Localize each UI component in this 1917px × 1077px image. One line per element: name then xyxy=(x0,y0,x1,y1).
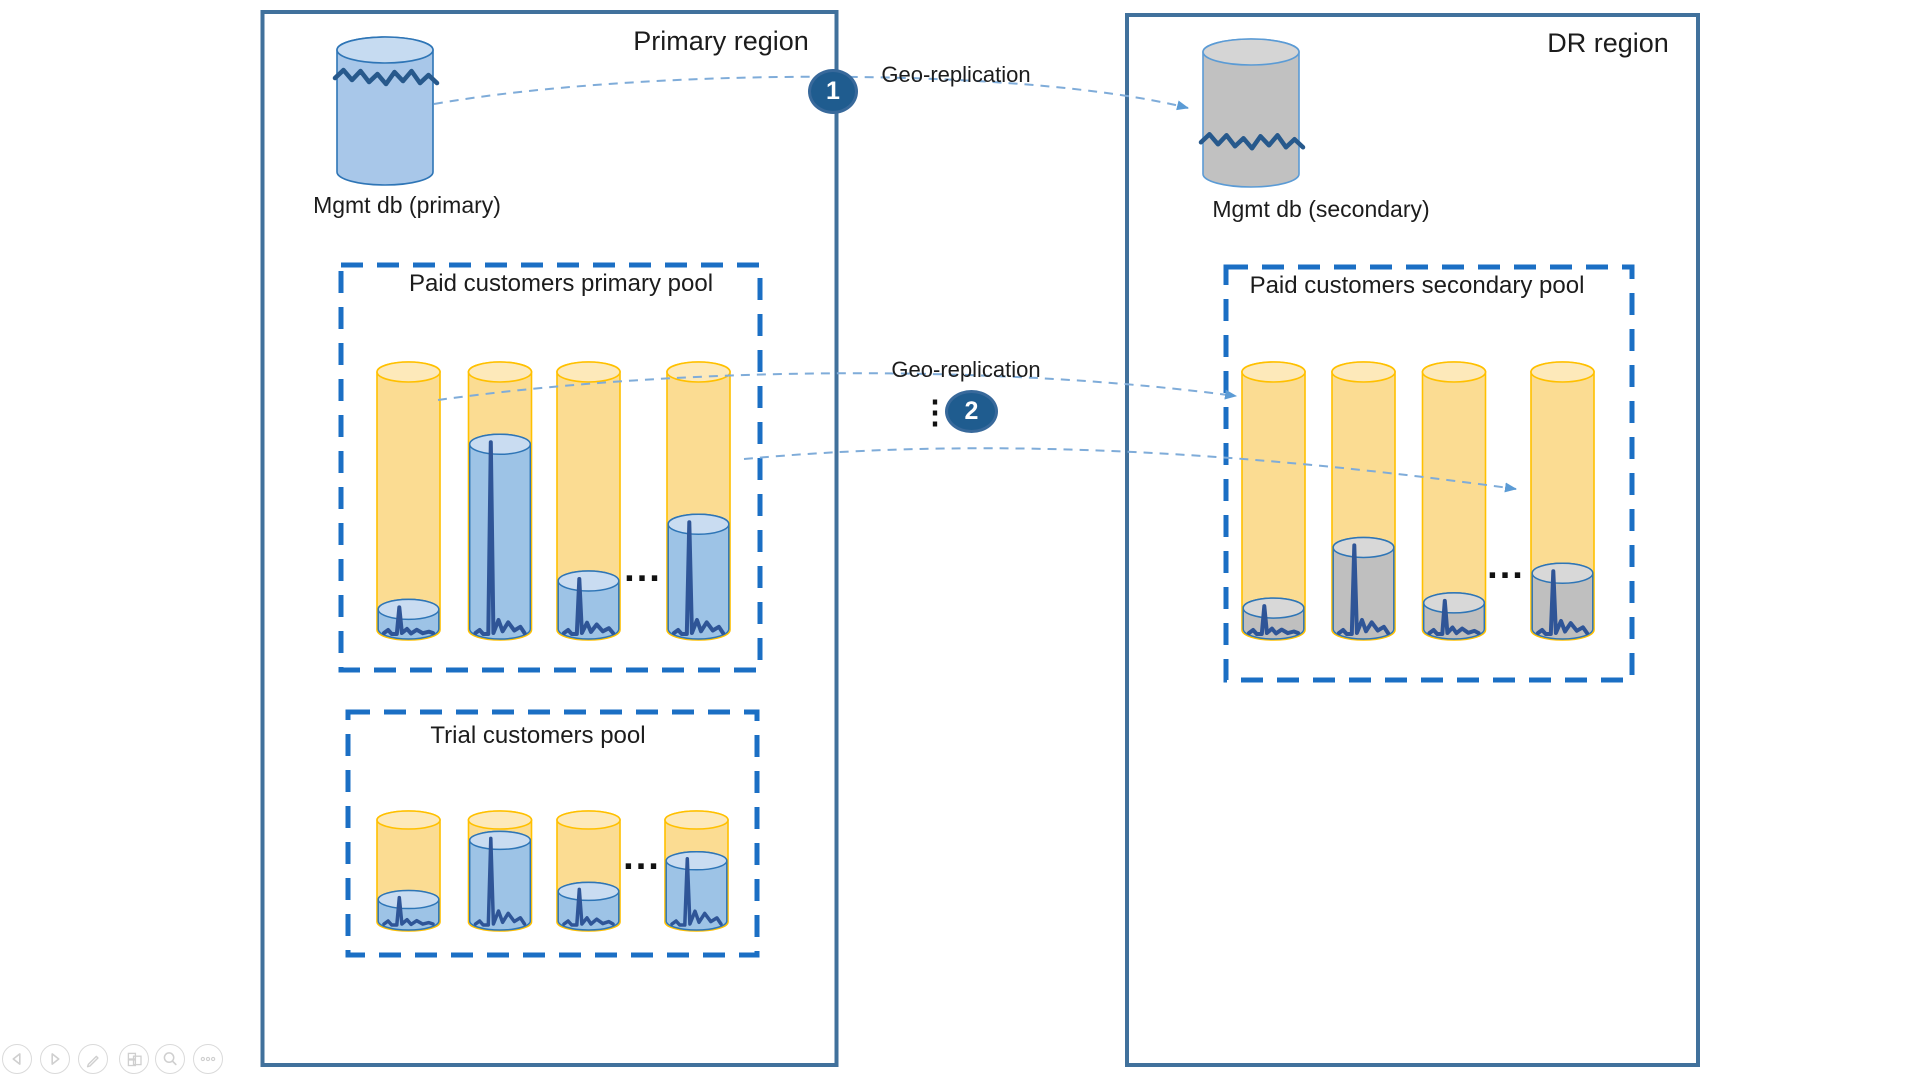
paid-secondary-pool-ellipsis: ... xyxy=(1487,545,1525,587)
zoom-icon xyxy=(163,1052,177,1066)
more-options-icon xyxy=(200,1056,216,1062)
step-1-badge: 1 xyxy=(808,69,858,114)
paid-primary-pool-title: Paid customers primary pool xyxy=(408,270,714,297)
paid-primary-db-2-fill-top xyxy=(468,433,532,455)
trial-pool-title: Trial customers pool xyxy=(430,722,646,749)
trial-db-2-waveform xyxy=(473,836,527,927)
primary-region-box xyxy=(260,10,839,1067)
trial-pool-ellipsis: ... xyxy=(623,836,661,878)
paid-primary-pool-box xyxy=(338,262,763,673)
more-options-button[interactable] xyxy=(193,1044,223,1074)
paid-primary-db-1-top xyxy=(376,361,441,383)
paid-primary-db-1-body xyxy=(376,361,441,641)
paid-secondary-db-4-top xyxy=(1530,361,1595,383)
trial-db-1-fill-top xyxy=(377,889,440,910)
paid-secondary-db-4-fill-top xyxy=(1531,562,1594,584)
mgmt-db-secondary-cylinder-top xyxy=(1202,38,1300,66)
paid-secondary-db-2-waveform xyxy=(1337,543,1390,636)
paid-secondary-db-1-waveform xyxy=(1247,604,1300,636)
next-slide-icon xyxy=(51,1053,60,1065)
next-slide-button[interactable] xyxy=(40,1044,70,1074)
paid-primary-db-1-fill-top xyxy=(377,598,440,621)
paid-secondary-db-4-waveform xyxy=(1536,569,1589,636)
pen-tools-button[interactable] xyxy=(78,1044,108,1074)
paid-secondary-db-3-waveform xyxy=(1427,598,1481,636)
paid-primary-pool-ellipsis: ... xyxy=(624,548,662,590)
paid-primary-db-2-fill-body xyxy=(468,433,532,640)
paid-secondary-db-2-top xyxy=(1331,361,1396,383)
mgmt-db-primary-label: Mgmt db (primary) xyxy=(313,192,501,218)
paid-primary-db-4-top xyxy=(666,361,731,383)
step-2-badge-number: 2 xyxy=(964,397,979,425)
paid-primary-db-3-fill-top xyxy=(557,570,620,592)
trial-db-3-top xyxy=(556,810,621,830)
trial-db-2-top xyxy=(467,810,533,830)
paid-secondary-pool-title: Paid customers secondary pool xyxy=(1249,272,1585,299)
paid-secondary-db-1-fill-top xyxy=(1242,597,1305,619)
trial-db-3-fill-top xyxy=(557,881,620,902)
primary-region-title: Primary region xyxy=(633,26,809,56)
trial-db-3-waveform xyxy=(562,887,615,927)
previous-slide-icon xyxy=(12,1053,21,1065)
previous-slide-button[interactable] xyxy=(2,1044,32,1074)
trial-db-4-fill-top xyxy=(665,851,728,871)
mgmt-db-secondary-cylinder-squiggle xyxy=(1198,132,1306,151)
trial-db-2-fill-top xyxy=(468,830,532,851)
see-all-slides-icon xyxy=(127,1052,142,1067)
paid-secondary-db-1-top xyxy=(1241,361,1306,383)
paid-primary-db-2-top xyxy=(467,361,533,383)
geo-replication-arrow-2a xyxy=(437,372,1237,401)
trial-db-4-top xyxy=(664,810,729,830)
geo-replication-label-2: Geo-replication xyxy=(891,357,1041,382)
paid-primary-db-3-waveform xyxy=(562,577,615,636)
trial-db-1-waveform xyxy=(382,895,435,927)
mgmt-db-primary-cylinder-top xyxy=(336,36,434,64)
paid-primary-db-4-waveform xyxy=(672,520,725,636)
trial-db-1-top xyxy=(376,810,441,830)
mgmt-db-primary-cylinder-squiggle xyxy=(332,67,440,87)
paid-primary-db-1-waveform xyxy=(382,605,435,636)
step-2-badge: 2 xyxy=(945,390,998,433)
paid-secondary-db-3-fill-top xyxy=(1422,592,1486,614)
geo-replication-label-1: Geo-replication xyxy=(881,62,1031,87)
zoom-button[interactable] xyxy=(155,1044,185,1074)
geo-replication-arrow-2b xyxy=(743,447,1517,493)
trial-db-4-waveform xyxy=(670,857,723,927)
paid-secondary-pool-box xyxy=(1223,264,1635,683)
paid-primary-db-4-fill-top xyxy=(667,513,730,535)
paid-primary-db-3-top xyxy=(556,361,621,383)
dr-region-box xyxy=(1125,13,1700,1067)
dr-region-title: DR region xyxy=(1547,28,1669,58)
step-1-badge-number: 1 xyxy=(826,77,840,105)
pen-icon xyxy=(86,1055,99,1068)
mgmt-db-secondary-label: Mgmt db (secondary) xyxy=(1212,196,1430,222)
paid-secondary-db-3-top xyxy=(1421,361,1487,383)
see-all-slides-button[interactable] xyxy=(119,1044,149,1074)
paid-secondary-db-2-fill-top xyxy=(1332,536,1395,559)
paid-primary-db-2-waveform xyxy=(473,440,527,636)
